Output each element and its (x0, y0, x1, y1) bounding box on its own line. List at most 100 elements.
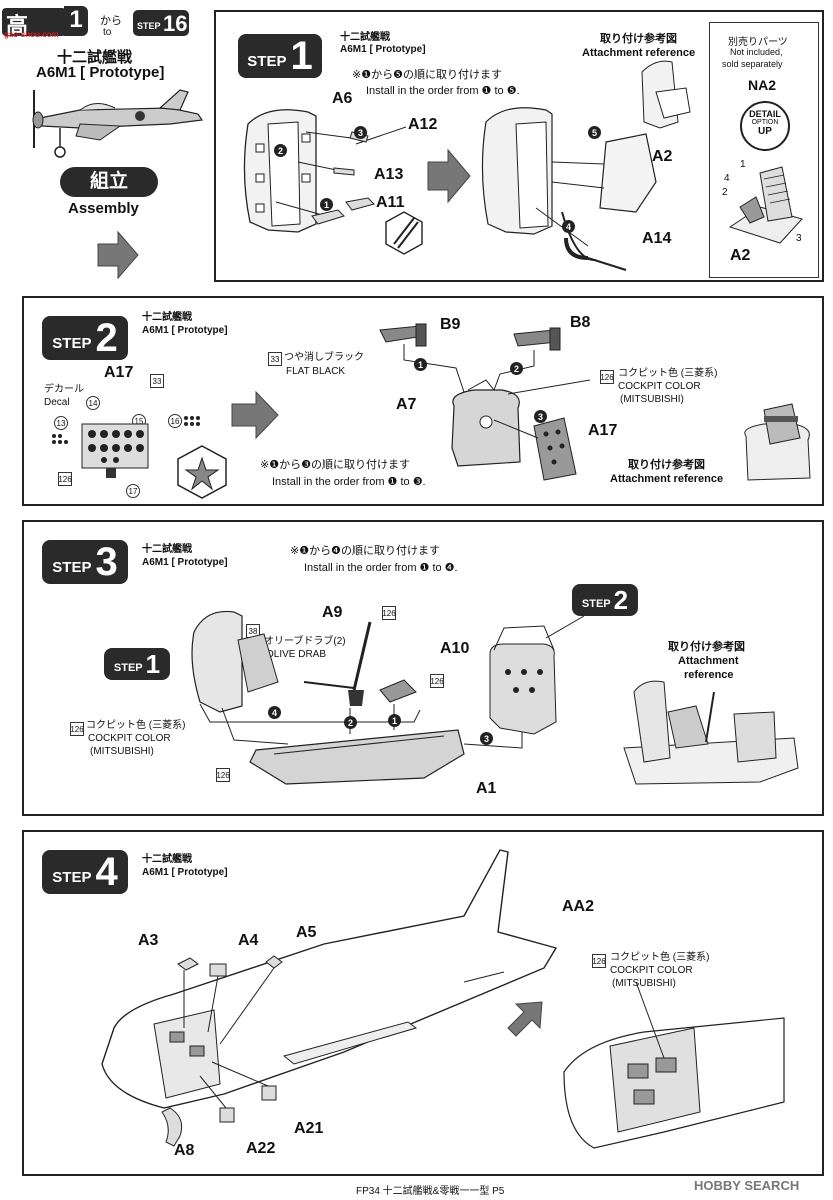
decal-num-14: 14 (86, 396, 100, 410)
step3-color-jp: コクピット色 (三菱系) (86, 720, 186, 731)
a10-color-code: 126 (430, 674, 444, 688)
step3-color-code: 126 (70, 722, 84, 736)
step1-part-a2: A2 (652, 148, 673, 165)
arrow-right-icon (97, 230, 139, 280)
step1-order-jp: ※❶から❺の順に取り付けます (352, 69, 502, 81)
decal-num-17: 17 (126, 484, 140, 498)
optional-n1: 1 (740, 159, 746, 170)
decal-en: Decal (44, 397, 70, 408)
decal-num-13: 13 (54, 416, 68, 430)
step2-order-jp: ※❶から❸の順に取り付けます (260, 459, 410, 471)
step1-num-4: 4 (562, 220, 575, 233)
step2-color-jp: コクピット色 (三菱系) (618, 368, 718, 379)
step2-sub-jp: 十二試艦戦 (142, 312, 192, 323)
floor-color-code: 126 (216, 768, 230, 782)
step3-color-en1: COCKPIT COLOR (88, 733, 171, 744)
optional-part-a2: A2 (730, 247, 751, 264)
optional-line1: Not included, (730, 47, 783, 57)
step1-part-a14: A14 (642, 230, 672, 247)
step2-word: STEP (52, 334, 92, 352)
step3-panel: STEP 3 十二試艦戦 A6M1 [ Prototype] ※❶から❹の順に取… (22, 520, 824, 816)
assembly-leader-lines (275, 60, 691, 271)
step2-part-b8: B8 (570, 314, 591, 331)
step3-part-a10: A10 (440, 640, 470, 657)
step3-word: STEP (52, 558, 92, 576)
decal-jp: デカール (44, 384, 84, 395)
range-end-badge: STEP 16 (133, 10, 189, 36)
step4-color-code: 126 (592, 954, 606, 968)
instrument-panel-decal (81, 423, 149, 478)
step4-color-en1: COCKPIT COLOR (610, 965, 693, 976)
range-end-word: STEP (137, 21, 161, 31)
step2-ref-en: Attachment reference (610, 473, 724, 485)
olive-en: OLIVE DRAB (266, 649, 327, 660)
step4-sub-en: A6M1 [ Prototype] (142, 867, 228, 878)
detail-up-word3: UP (758, 126, 772, 137)
step1-num-1: 1 (320, 198, 333, 211)
step4-part-a8: A8 (174, 1142, 195, 1159)
step1-word: STEP (247, 52, 287, 70)
step1-order-en: Install in the order from ❶ to ❺. (366, 85, 520, 97)
optional-code: NA2 (748, 77, 777, 93)
step2-sub-en: A6M1 [ Prototype] (142, 325, 228, 336)
step4-part-a22: A22 (246, 1140, 276, 1157)
range-to: to (103, 27, 112, 38)
step4-part-a21: A21 (294, 1120, 324, 1137)
step1-ref-jp: 取り付け参考図 (600, 33, 677, 45)
step4-badge: STEP 4 (42, 850, 128, 894)
a9-color-code: 126 (382, 606, 396, 620)
step1-sub-en: A6M1 [ Prototype] (340, 44, 426, 55)
step4-panel: STEP 4 十二試艦戦 A6M1 [ Prototype] A3 A4 A5 … (22, 830, 824, 1176)
step2-num-1: 1 (414, 358, 427, 371)
flat-black-en: FLAT BLACK (286, 366, 346, 377)
step2-assembly-drawing (379, 323, 811, 481)
aircraft-illustration (32, 89, 204, 158)
substep-word: STEP (581, 598, 611, 610)
brand-watermark: HOBBY SEARCH (694, 1178, 800, 1193)
step3-ref-en1: Attachment (678, 655, 739, 667)
step1-number: 1 (290, 34, 313, 78)
step3-assembly-drawing (191, 610, 799, 785)
step2-color-en2: (MITSUBISHI) (620, 394, 684, 405)
step3-ref-jp: 取り付け参考図 (668, 641, 745, 653)
step2-panel: STEP 2 十二試艦戦 A6M1 [ Prototype] デカール Deca… (22, 296, 824, 506)
step4-part-a3: A3 (138, 932, 159, 949)
assembly-badge: 組立 (60, 167, 158, 197)
flat-black-jp: つや消しブラック (284, 352, 364, 363)
logo-text: 高 (6, 13, 29, 38)
step1-sub-jp: 十二試艦戦 (340, 32, 390, 43)
assembly-en: Assembly (68, 200, 139, 217)
range-start: 1 (64, 6, 88, 36)
step1-num-2: 2 (274, 144, 287, 157)
optional-n4: 4 (724, 173, 730, 184)
optional-n2: 2 (722, 187, 728, 198)
step2-part-a17: A17 (588, 422, 618, 439)
step3-part-a9: A9 (322, 604, 343, 621)
step4-part-a5: A5 (296, 924, 317, 941)
step3-color-en2: (MITSUBISHI) (90, 746, 154, 757)
step4-color-jp: コクピット色 (三菱系) (610, 952, 710, 963)
page-footer: FP34 十二試艦戦&零戦一一型 P5 (356, 1186, 505, 1197)
step3-badge: STEP 3 (42, 540, 128, 584)
step1-part-a6: A6 (332, 90, 353, 107)
step1-panel: STEP 1 十二試艦戦 A6M1 [ Prototype] ※❶から❺の順に取… (214, 10, 824, 282)
substep-word: STEP (113, 662, 143, 674)
optional-n3: 3 (796, 233, 802, 244)
step3-num-1: 1 (388, 714, 401, 727)
step3-part-a1: A1 (476, 780, 497, 797)
step4-color-en2: (MITSUBISHI) (612, 978, 676, 989)
detail-up-word2: OPTION (751, 119, 779, 126)
range-from: から (100, 15, 122, 27)
detail-up-word1: DETAIL (749, 109, 781, 119)
step4-part-a4: A4 (238, 932, 259, 949)
decal-application-icon (177, 445, 227, 499)
step1-part-a12: A12 (408, 116, 438, 133)
watermark: gao-shou.com (4, 30, 59, 39)
optional-parts-box: 別売りパーツ Not included, sold separately NA2… (709, 22, 819, 278)
step2-part-b9: B9 (440, 316, 461, 333)
fuselage-drawing (101, 849, 785, 1149)
optional-jp: 別売りパーツ (728, 37, 788, 48)
step2-ref-jp: 取り付け参考図 (628, 459, 705, 471)
step1-part-a11: A11 (376, 194, 405, 211)
